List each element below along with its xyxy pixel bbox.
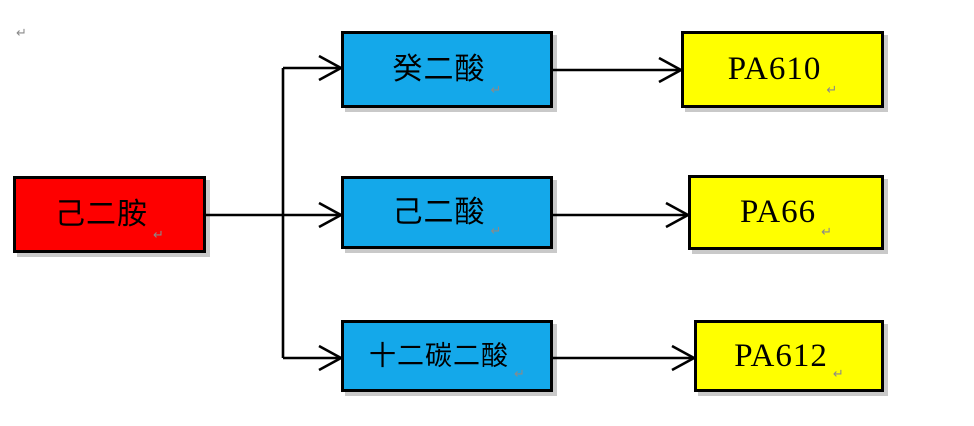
node-intermediate-sebacic-acid[interactable]: 癸二酸 ↵ (341, 31, 553, 108)
arrowhead-to-intermediate-3 (318, 344, 344, 372)
product-node-2-pilcrow: ↵ (821, 225, 833, 240)
intermediate-node-3-pilcrow: ↵ (514, 367, 525, 382)
node-intermediate-dodecanedioic-acid[interactable]: 十二碳二酸 ↵ (341, 320, 553, 392)
product-node-3-pilcrow: ↵ (832, 367, 844, 382)
stray-pilcrow-mark: ↵ (16, 26, 27, 41)
source-node-label: 己二胺 (55, 196, 149, 232)
intermediate-node-1-label: 癸二酸 (392, 51, 486, 87)
intermediate-node-3-label: 十二碳二酸 (369, 340, 510, 372)
intermediate-node-2-pilcrow: ↵ (490, 224, 502, 239)
product-node-2-label: PA66 (739, 194, 817, 230)
node-product-pa66[interactable]: PA66 ↵ (688, 175, 884, 250)
arrowhead-to-product-3 (671, 344, 697, 372)
arrowhead-to-intermediate-2 (318, 201, 344, 229)
arrowhead-to-product-1 (658, 56, 684, 84)
node-source-hexamethylenediamine[interactable]: 己二胺 ↵ (13, 176, 206, 253)
arrowhead-to-intermediate-1 (318, 54, 344, 82)
product-node-1-pilcrow: ↵ (826, 83, 838, 98)
node-product-pa610[interactable]: PA610 ↵ (681, 31, 884, 108)
intermediate-node-1-pilcrow: ↵ (490, 83, 502, 98)
intermediate-node-2-label: 己二酸 (392, 194, 486, 230)
source-node-pilcrow: ↵ (153, 228, 164, 243)
node-product-pa612[interactable]: PA612 ↵ (694, 320, 884, 392)
arrowhead-to-product-2 (665, 201, 691, 229)
product-node-3-label: PA612 (734, 337, 828, 374)
node-intermediate-adipic-acid[interactable]: 己二酸 ↵ (341, 176, 553, 249)
product-node-1-label: PA610 (727, 51, 822, 87)
